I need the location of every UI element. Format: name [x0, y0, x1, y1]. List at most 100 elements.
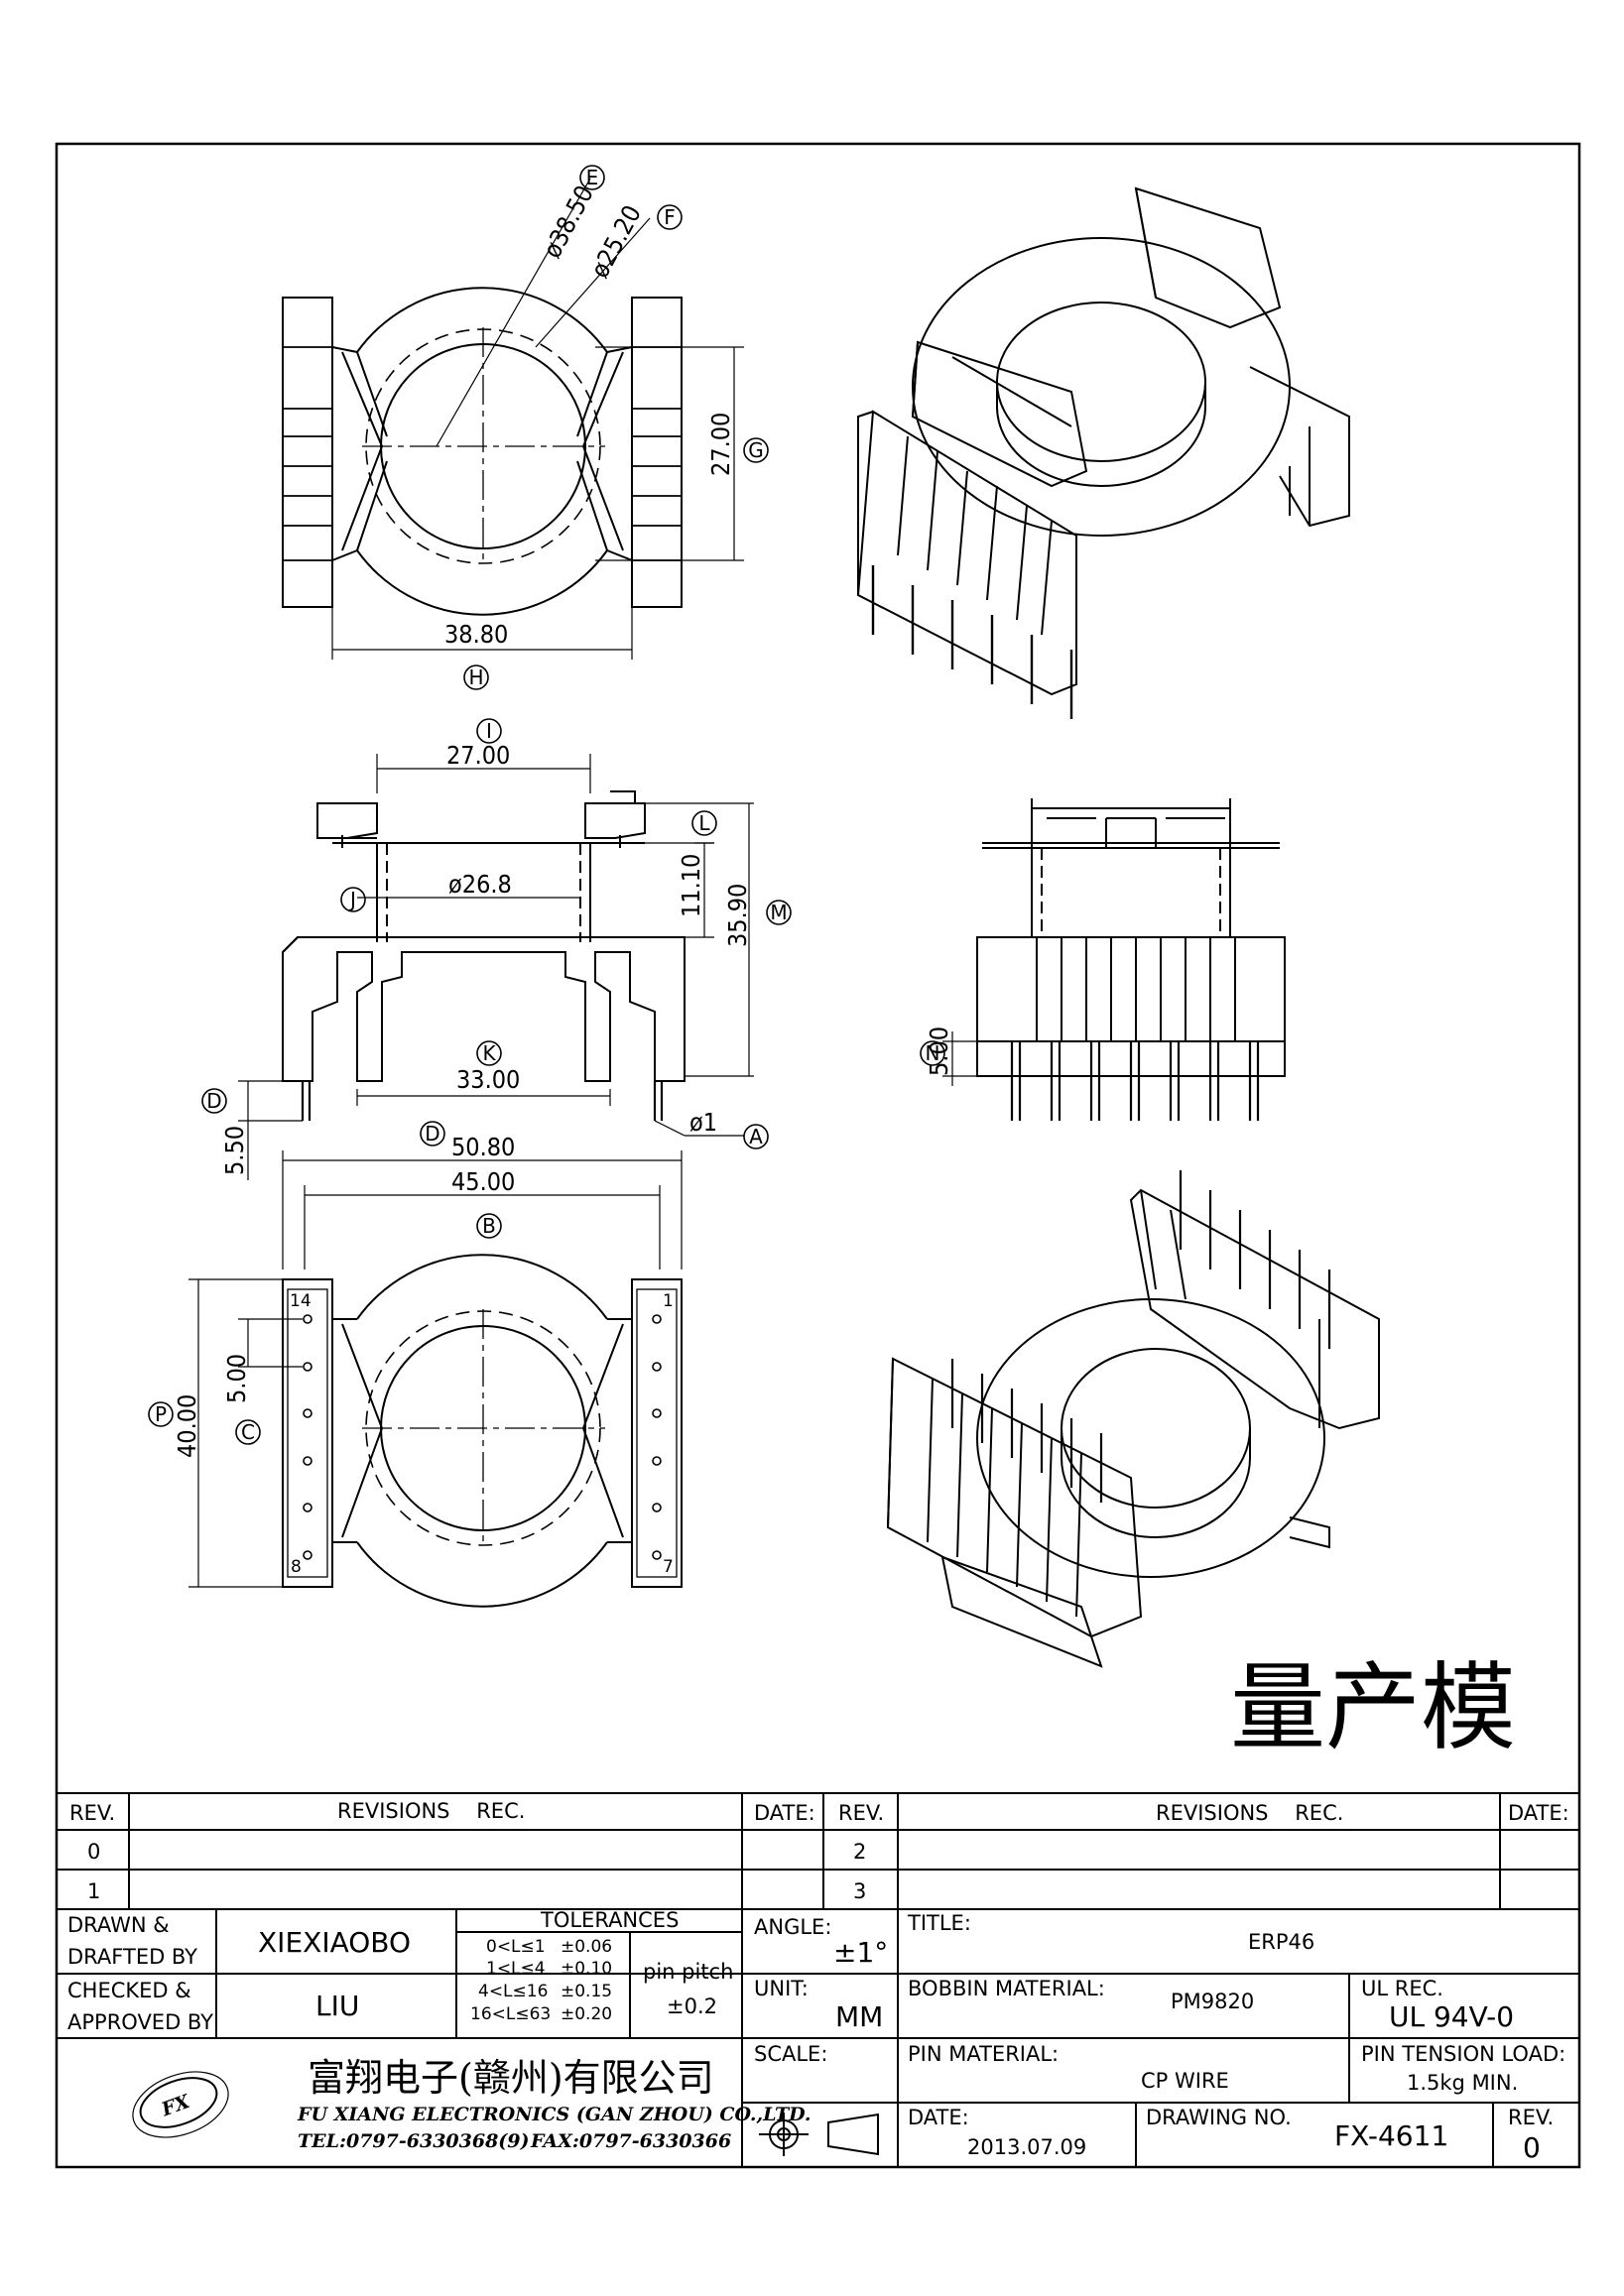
top-view — [282, 178, 744, 660]
tolerance-range-4: 16<L≤63 — [470, 2004, 551, 2024]
tolerance-value-4: ±0.20 — [561, 2004, 612, 2024]
dim-m-height: 35.90 — [723, 884, 752, 947]
drawing-number-label: DRAWING NO. — [1146, 2106, 1292, 2129]
rev-value: 0 — [1523, 2131, 1541, 2164]
unit-label: UNIT: — [754, 1977, 809, 2000]
company-name-en: FU XIANG ELECTRONICS (GAN ZHOU) CO.,LTD. — [297, 2104, 812, 2125]
tolerances-header: TOLERANCES — [540, 1908, 679, 1932]
dim-g-height: 27.00 — [706, 413, 735, 476]
label-c: C — [241, 1420, 255, 1444]
label-e: E — [586, 166, 599, 189]
dim-b-width: 45.00 — [451, 1167, 515, 1196]
date-value: 2013.07.09 — [967, 2135, 1086, 2159]
rev-label: REV. — [1508, 2106, 1554, 2129]
tolerance-range-2: 1<L≤4 — [486, 1959, 546, 1979]
rev-header-left: REV. — [69, 1801, 115, 1825]
company-logo: FX — [158, 2091, 193, 2121]
label-a: A — [749, 1125, 763, 1148]
rev-row-3: 3 — [853, 1879, 866, 1903]
label-j: J — [348, 888, 356, 911]
label-g: G — [748, 438, 764, 462]
bottom-view — [188, 1150, 683, 1608]
label-d-pin: D — [206, 1089, 221, 1113]
drawing-number-value: FX-4611 — [1334, 2119, 1448, 2152]
rev-row-2: 2 — [853, 1840, 866, 1864]
reference-labels — [148, 165, 945, 1445]
dim-e-diameter: ø38.50 — [538, 181, 599, 263]
label-d-width: D — [425, 1122, 439, 1146]
pin-tension-value: 1.5kg MIN. — [1407, 2071, 1518, 2095]
company-fax: FAX:0797-6330366 — [530, 2130, 731, 2152]
isometric-view-top — [856, 186, 1350, 719]
title-block — [57, 1792, 1579, 2167]
drawn-label-1: DRAWN & — [67, 1913, 170, 1937]
ul-rec-label: UL REC. — [1361, 1977, 1443, 2000]
revisions-header-right: REVISIONS REC. — [1156, 1801, 1343, 1825]
drawn-label-2: DRAFTED BY — [67, 1945, 197, 1969]
label-b: B — [482, 1214, 496, 1238]
checked-label-2: APPROVED BY — [67, 2010, 213, 2034]
bobbin-material-value: PM9820 — [1171, 1990, 1254, 2013]
dim-f-diameter: ø25.20 — [585, 200, 647, 283]
tolerance-range-3: 4<L≤16 — [478, 1982, 548, 2001]
dim-l-height: 11.10 — [677, 854, 705, 917]
checked-label-1: CHECKED & — [67, 1979, 191, 2002]
tolerance-value-1: ±0.06 — [561, 1937, 612, 1957]
tolerance-range-1: 0<L≤1 — [486, 1937, 546, 1957]
dim-d-pin-length: 5.50 — [220, 1126, 249, 1175]
dim-h-width: 38.80 — [444, 620, 508, 649]
title-value: ERP46 — [1248, 1930, 1314, 1954]
title-label: TITLE: — [907, 1911, 971, 1935]
pin-tension-label: PIN TENSION LOAD: — [1361, 2042, 1565, 2066]
front-view — [238, 754, 754, 1180]
rev-row-1: 1 — [87, 1879, 100, 1903]
dim-n-pin: 5.00 — [925, 1027, 953, 1076]
tolerance-value-2: ±0.10 — [561, 1959, 612, 1979]
date-label: DATE: — [908, 2106, 969, 2129]
label-f: F — [664, 205, 676, 229]
dim-i-width: 27.00 — [446, 741, 510, 770]
pin-number-14: 14 — [290, 1291, 312, 1311]
label-k: K — [482, 1041, 496, 1065]
label-n: N — [926, 1041, 940, 1065]
ul-rec-value: UL 94V-0 — [1389, 2000, 1514, 2033]
label-p: P — [155, 1402, 167, 1426]
drawn-value: XIEXIAOBO — [258, 1926, 411, 1959]
unit-value: MM — [835, 2000, 883, 2033]
pin-number-7: 7 — [663, 1557, 674, 1577]
mass-production-stamp: 量产模 — [1230, 1652, 1516, 1763]
sheet-border — [55, 142, 1581, 2169]
label-i: I — [486, 719, 492, 743]
bobbin-material-label: BOBBIN MATERIAL: — [908, 1977, 1105, 2000]
pin-number-8: 8 — [291, 1557, 302, 1577]
label-h: H — [468, 665, 483, 689]
dim-d-width: 50.80 — [451, 1133, 515, 1161]
label-m: M — [770, 901, 787, 924]
dim-pin-diameter: ø1 — [689, 1108, 717, 1137]
angle-label: ANGLE: — [754, 1915, 831, 1939]
isometric-view-bottom — [886, 1170, 1380, 1668]
side-view — [942, 798, 1286, 1121]
date-header-left: DATE: — [754, 1801, 815, 1825]
company-name-cn: 富翔电子(赣州)有限公司 — [308, 2056, 714, 2100]
date-header-right: DATE: — [1508, 1801, 1569, 1825]
company-tel: TEL:0797-6330368(9) — [298, 2130, 530, 2152]
pin-pitch-label: pin pitch — [643, 1960, 733, 1984]
pin-material-label: PIN MATERIAL: — [908, 2042, 1059, 2066]
checked-value: LIU — [315, 1990, 359, 2022]
dim-c-pitch: 5.00 — [222, 1354, 251, 1403]
pin-pitch-value: ±0.2 — [667, 1994, 717, 2018]
tolerance-value-3: ±0.15 — [561, 1982, 612, 2001]
rev-row-0: 0 — [87, 1840, 100, 1864]
dim-p-height: 40.00 — [173, 1394, 201, 1458]
dim-j-diameter: ø26.8 — [448, 870, 512, 899]
rev-header-right: REV. — [838, 1801, 884, 1825]
angle-value: ±1° — [833, 1936, 888, 1969]
revisions-header-left: REVISIONS REC. — [337, 1799, 525, 1823]
pin-number-1: 1 — [663, 1291, 674, 1311]
pin-material-value: CP WIRE — [1141, 2069, 1229, 2093]
label-l: L — [698, 811, 710, 835]
dim-k-width: 33.00 — [456, 1065, 520, 1094]
scale-label: SCALE: — [754, 2042, 827, 2066]
